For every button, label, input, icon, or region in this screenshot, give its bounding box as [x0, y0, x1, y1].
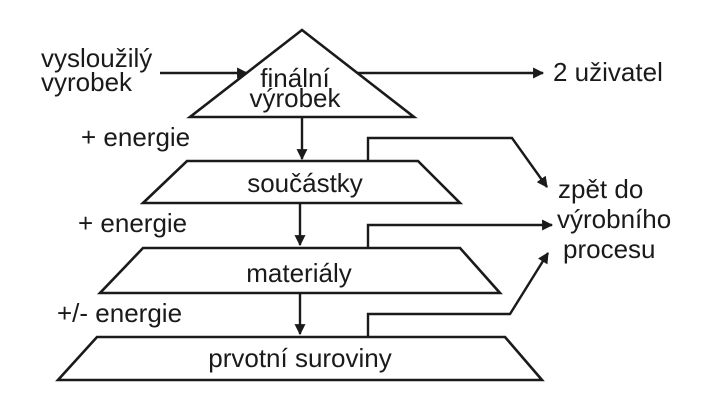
worn-product-label-line1: vysloužilý — [41, 43, 152, 73]
energy-label-top: + energie — [81, 122, 190, 152]
recycle-label-line2: výrobního — [557, 204, 671, 234]
components-trapezoid — [139, 159, 464, 205]
energy-label-mid: + energie — [78, 208, 187, 238]
recycle-label-line1: zpět do — [558, 174, 643, 204]
raw-recycle-arrow — [366, 252, 550, 337]
worn-product-label-line2: vyrobek — [41, 67, 133, 97]
materials-trapezoid — [96, 246, 503, 295]
to-user-label: 2 uživatel — [553, 57, 663, 87]
final-product-label-line1: finální — [260, 63, 330, 93]
recycle-label-line3: procesu — [563, 234, 656, 264]
materials-recycle-arrow — [366, 219, 554, 248]
final-product-label-line2: výrobek — [249, 83, 341, 113]
components-label: součástky — [247, 168, 363, 198]
energy-label-bottom: +/- energie — [57, 298, 182, 328]
materials-label: materiály — [246, 258, 351, 288]
raw-materials-label: prvotní suroviny — [208, 343, 392, 373]
components-recycle-arrow — [366, 136, 548, 188]
